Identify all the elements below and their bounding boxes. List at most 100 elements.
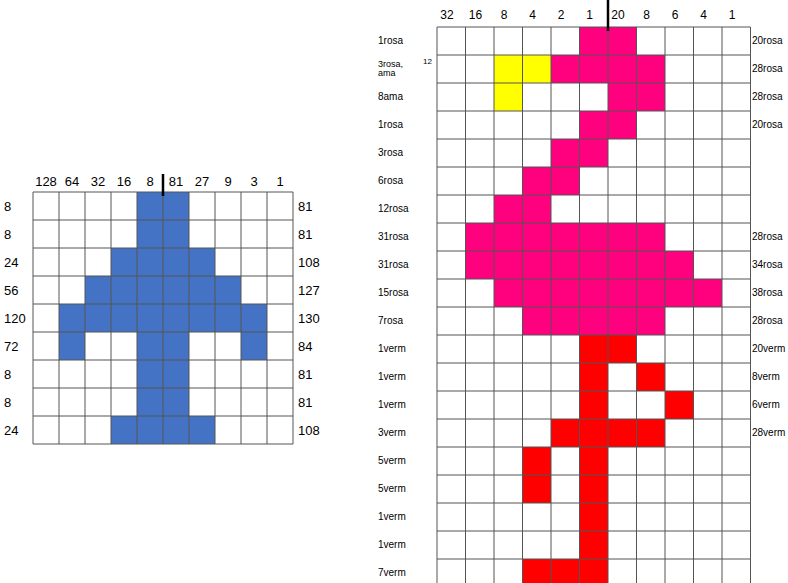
filled-cell [59,332,85,360]
filled-cell [665,391,694,419]
column-value: 16 [469,9,482,21]
grid-line [293,192,294,444]
grid-line [494,27,495,583]
row-instruction: 20verm [752,344,785,354]
row-instruction: 1rosa [378,36,403,46]
grid-line [750,27,751,583]
filled-cell [551,139,580,167]
filled-cell [580,111,609,139]
grid-line [137,192,138,444]
filled-cell [580,559,609,583]
column-value: 3 [250,175,257,188]
row-value: 130 [298,312,320,325]
row-instruction: 28verm [752,428,785,438]
grid-line [33,192,34,444]
row-value: 120 [4,312,26,325]
filled-cell [137,220,163,248]
filled-cell [523,559,552,583]
row-instruction: 20rosa [752,36,783,46]
filled-cell [494,55,523,83]
filled-cell [215,276,241,304]
filled-cell [580,363,609,391]
grid-line [437,419,751,420]
filled-cell [637,251,666,279]
grid-line [437,559,751,560]
grid-line [241,192,242,444]
filled-cell [163,192,189,220]
row-value: 84 [298,340,312,353]
grid-line [437,55,751,56]
grid-line [665,27,666,583]
filled-cell [551,559,580,583]
grid-line [437,195,751,196]
filled-cell [163,416,189,444]
row-instruction: 28rosa [752,316,783,326]
row-instruction: 5verm [378,484,406,494]
row-instruction: 3rosa, ama [378,60,412,79]
column-value: 6 [672,9,679,21]
row-value: 8 [4,200,11,213]
grid-line [33,416,293,417]
grid-line [608,27,609,583]
filled-cell [137,360,163,388]
note-number: 12 [423,58,432,66]
column-value: 9 [224,175,231,188]
row-instruction: 31rosa [378,232,409,242]
grid-line [693,27,694,583]
filled-cell [551,55,580,83]
row-instruction: 5verm [378,456,406,466]
column-value: 128 [35,175,57,188]
column-value: 64 [65,175,79,188]
filled-cell [494,83,523,111]
filled-cell [637,363,666,391]
filled-cell [608,111,637,139]
grid-line [722,27,723,583]
filled-cell [551,223,580,251]
filled-cell [580,251,609,279]
filled-cell [163,388,189,416]
filled-cell [608,223,637,251]
grid-line [33,332,293,333]
filled-cell [551,251,580,279]
filled-cell [637,279,666,307]
filled-cell [580,223,609,251]
filled-cell [59,304,85,332]
grid-line [437,307,751,308]
filled-cell [494,251,523,279]
filled-cell [111,416,137,444]
filled-cell [137,332,163,360]
grid-line [437,27,438,583]
row-instruction: 38rosa [752,288,783,298]
column-value: 8 [501,9,508,21]
grid-line [267,192,268,444]
filled-cell [137,192,163,220]
grid-line [636,27,637,583]
column-value: 32 [440,9,453,21]
grid-line [437,251,751,252]
grid-line [33,220,293,221]
row-value: 127 [298,284,320,297]
grid-line [215,192,216,444]
row-instruction: 34rosa [752,260,783,270]
row-instruction: 1verm [378,372,406,382]
row-instruction: 28rosa [752,64,783,74]
filled-cell [551,167,580,195]
filled-cell [523,167,552,195]
filled-cell [189,416,215,444]
filled-cell [608,251,637,279]
filled-cell [580,419,609,447]
filled-cell [494,195,523,223]
filled-cell [523,195,552,223]
column-value: 1 [729,9,736,21]
filled-cell [637,223,666,251]
filled-cell [580,279,609,307]
grid-line [579,27,580,583]
row-value: 81 [298,396,312,409]
grid-line [437,503,751,504]
filled-cell [551,307,580,335]
row-instruction: 7verm [378,568,406,578]
filled-cell [580,139,609,167]
filled-cell [137,304,163,332]
column-value: 8 [146,175,153,188]
grid-line [437,447,751,448]
